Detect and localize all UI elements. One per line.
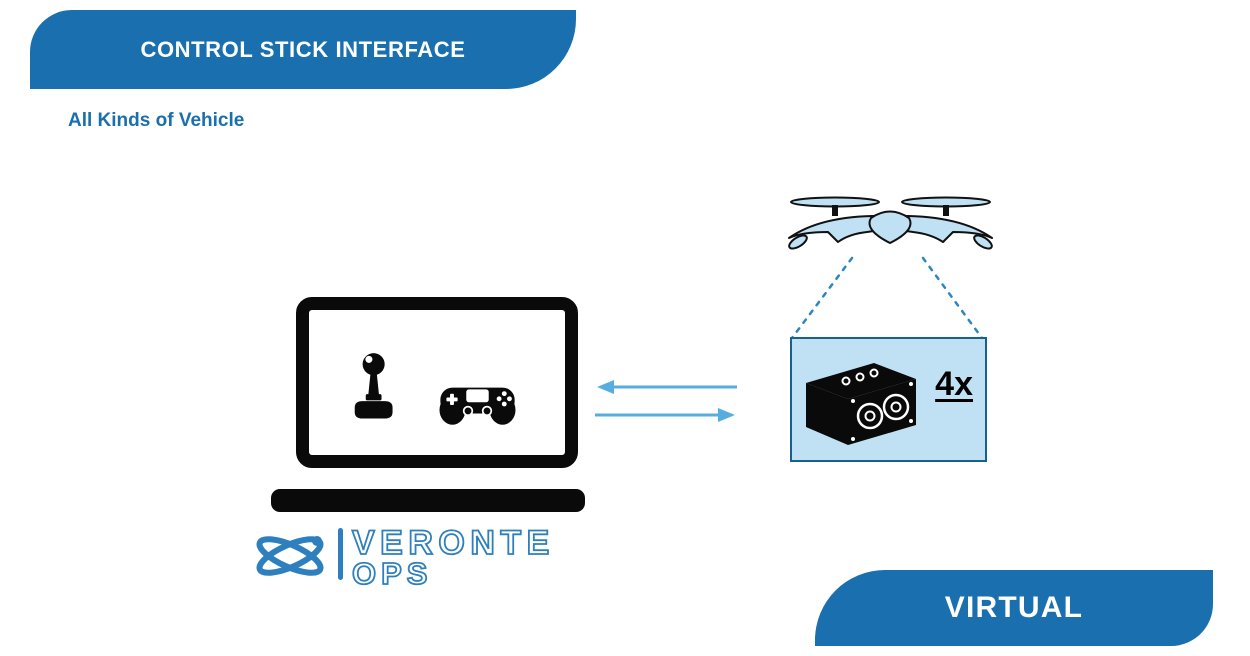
subtitle: All Kinds of Vehicle — [68, 110, 245, 131]
dashed-zoom-lines-icon — [790, 256, 984, 340]
virtual-label: VIRTUAL — [944, 591, 1084, 624]
quadcopter-drone-icon — [788, 196, 993, 250]
laptop-screen — [296, 297, 578, 468]
gamepad-icon — [439, 387, 515, 425]
veronte-ops-logo: VERONTE OPS — [256, 523, 555, 588]
logo-primary-text: VERONTE — [352, 524, 555, 562]
autopilot-count-label: 4x — [935, 365, 973, 403]
virtual-banner: VIRTUAL — [815, 570, 1213, 646]
logo-divider — [338, 528, 343, 580]
logo-secondary-text: OPS — [352, 556, 432, 588]
page-title: CONTROL STICK INTERFACE — [140, 36, 466, 62]
laptop-base — [271, 489, 585, 512]
bidirectional-arrows-icon — [595, 380, 737, 422]
veronte-orbit-icon — [256, 536, 324, 576]
joystick-icon — [354, 353, 393, 419]
title-banner: CONTROL STICK INTERFACE — [30, 10, 576, 89]
autopilot-unit-icon — [806, 363, 916, 445]
autopilot-callout-box: 4x — [790, 337, 987, 462]
